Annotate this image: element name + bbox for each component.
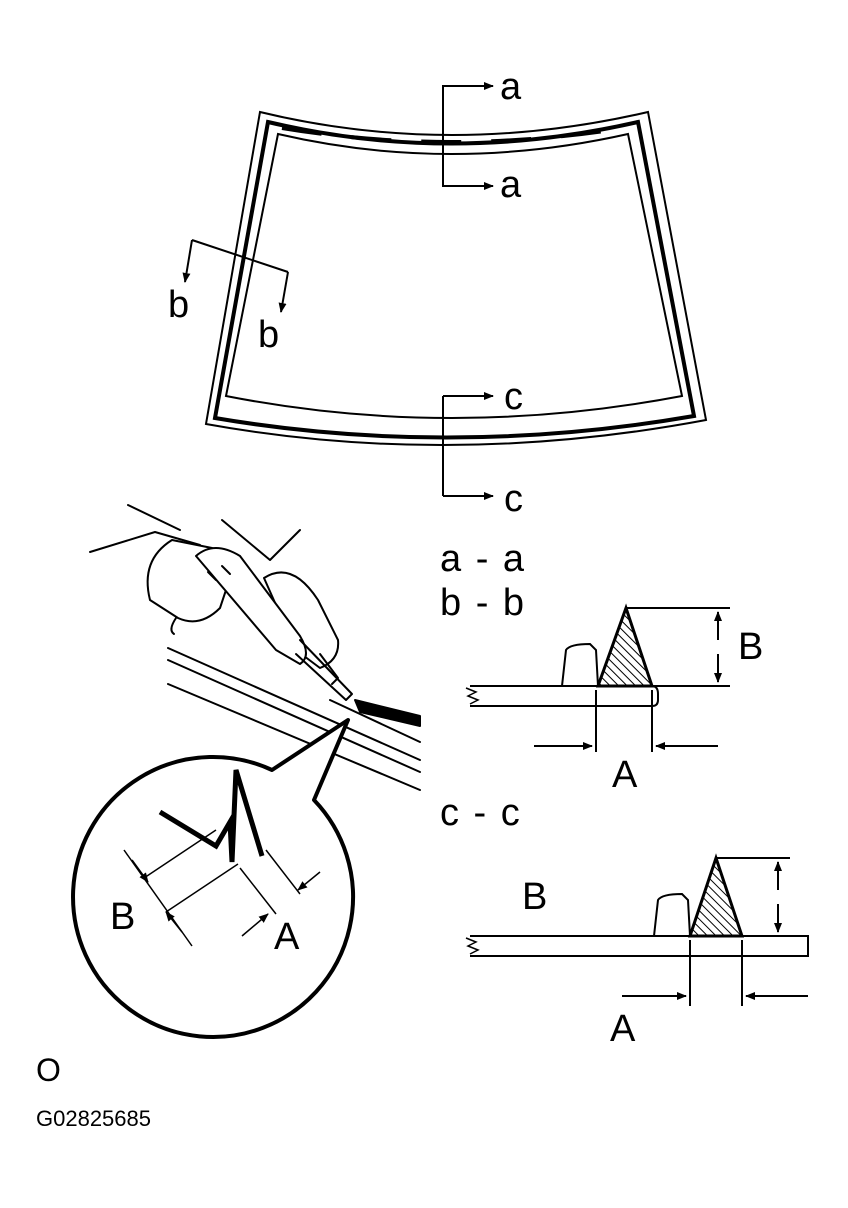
detail-dim-b-label: B [110, 896, 136, 938]
callout-bubble [71, 718, 356, 1039]
detail-dim-a-label: A [274, 916, 300, 958]
lower-glass-plate [470, 935, 809, 957]
detail-dim-a [239, 867, 277, 915]
marker-a-bottom: a [500, 164, 522, 206]
lower-dim-b-label: B [522, 876, 548, 918]
marker-b-first: b [168, 284, 190, 326]
upper-dim-b-label: B [738, 626, 764, 668]
lower-section-view [465, 853, 809, 1006]
section-marker-a [442, 82, 494, 190]
glass-outer-edge [204, 110, 708, 447]
marker-c-bottom: c [504, 478, 523, 520]
lower-adhesive-bead [687, 853, 745, 938]
marker-c-top: c [504, 376, 523, 418]
upper-section-view [465, 603, 730, 752]
upper-dashed-band [281, 126, 625, 144]
figure-code: G02825685 [36, 1106, 151, 1131]
hand-with-applicator-gun [89, 504, 421, 791]
upper-dim-a-label: A [612, 754, 638, 796]
marker-b-second: b [258, 314, 280, 356]
adhesive-bead-line [212, 119, 697, 440]
lower-dam [652, 892, 692, 937]
lower-dim-a-label: A [610, 1008, 636, 1050]
upper-dam [560, 642, 600, 687]
upper-glass-plate [470, 685, 659, 707]
section-title-c-c: c - c [440, 792, 522, 834]
marker-a-top: a [500, 66, 522, 108]
detail-bead-profile [123, 769, 321, 947]
detail-callout [71, 718, 356, 1039]
windshield-glass [204, 110, 708, 447]
footer-marker: O [36, 1052, 61, 1088]
upper-adhesive-bead [595, 603, 655, 688]
section-marker-b [182, 239, 289, 313]
section-marker-c [442, 392, 494, 500]
section-title-b-b: b - b [440, 582, 527, 624]
glass-inner-edge [224, 132, 684, 419]
section-title-a-a: a - a [440, 538, 527, 580]
